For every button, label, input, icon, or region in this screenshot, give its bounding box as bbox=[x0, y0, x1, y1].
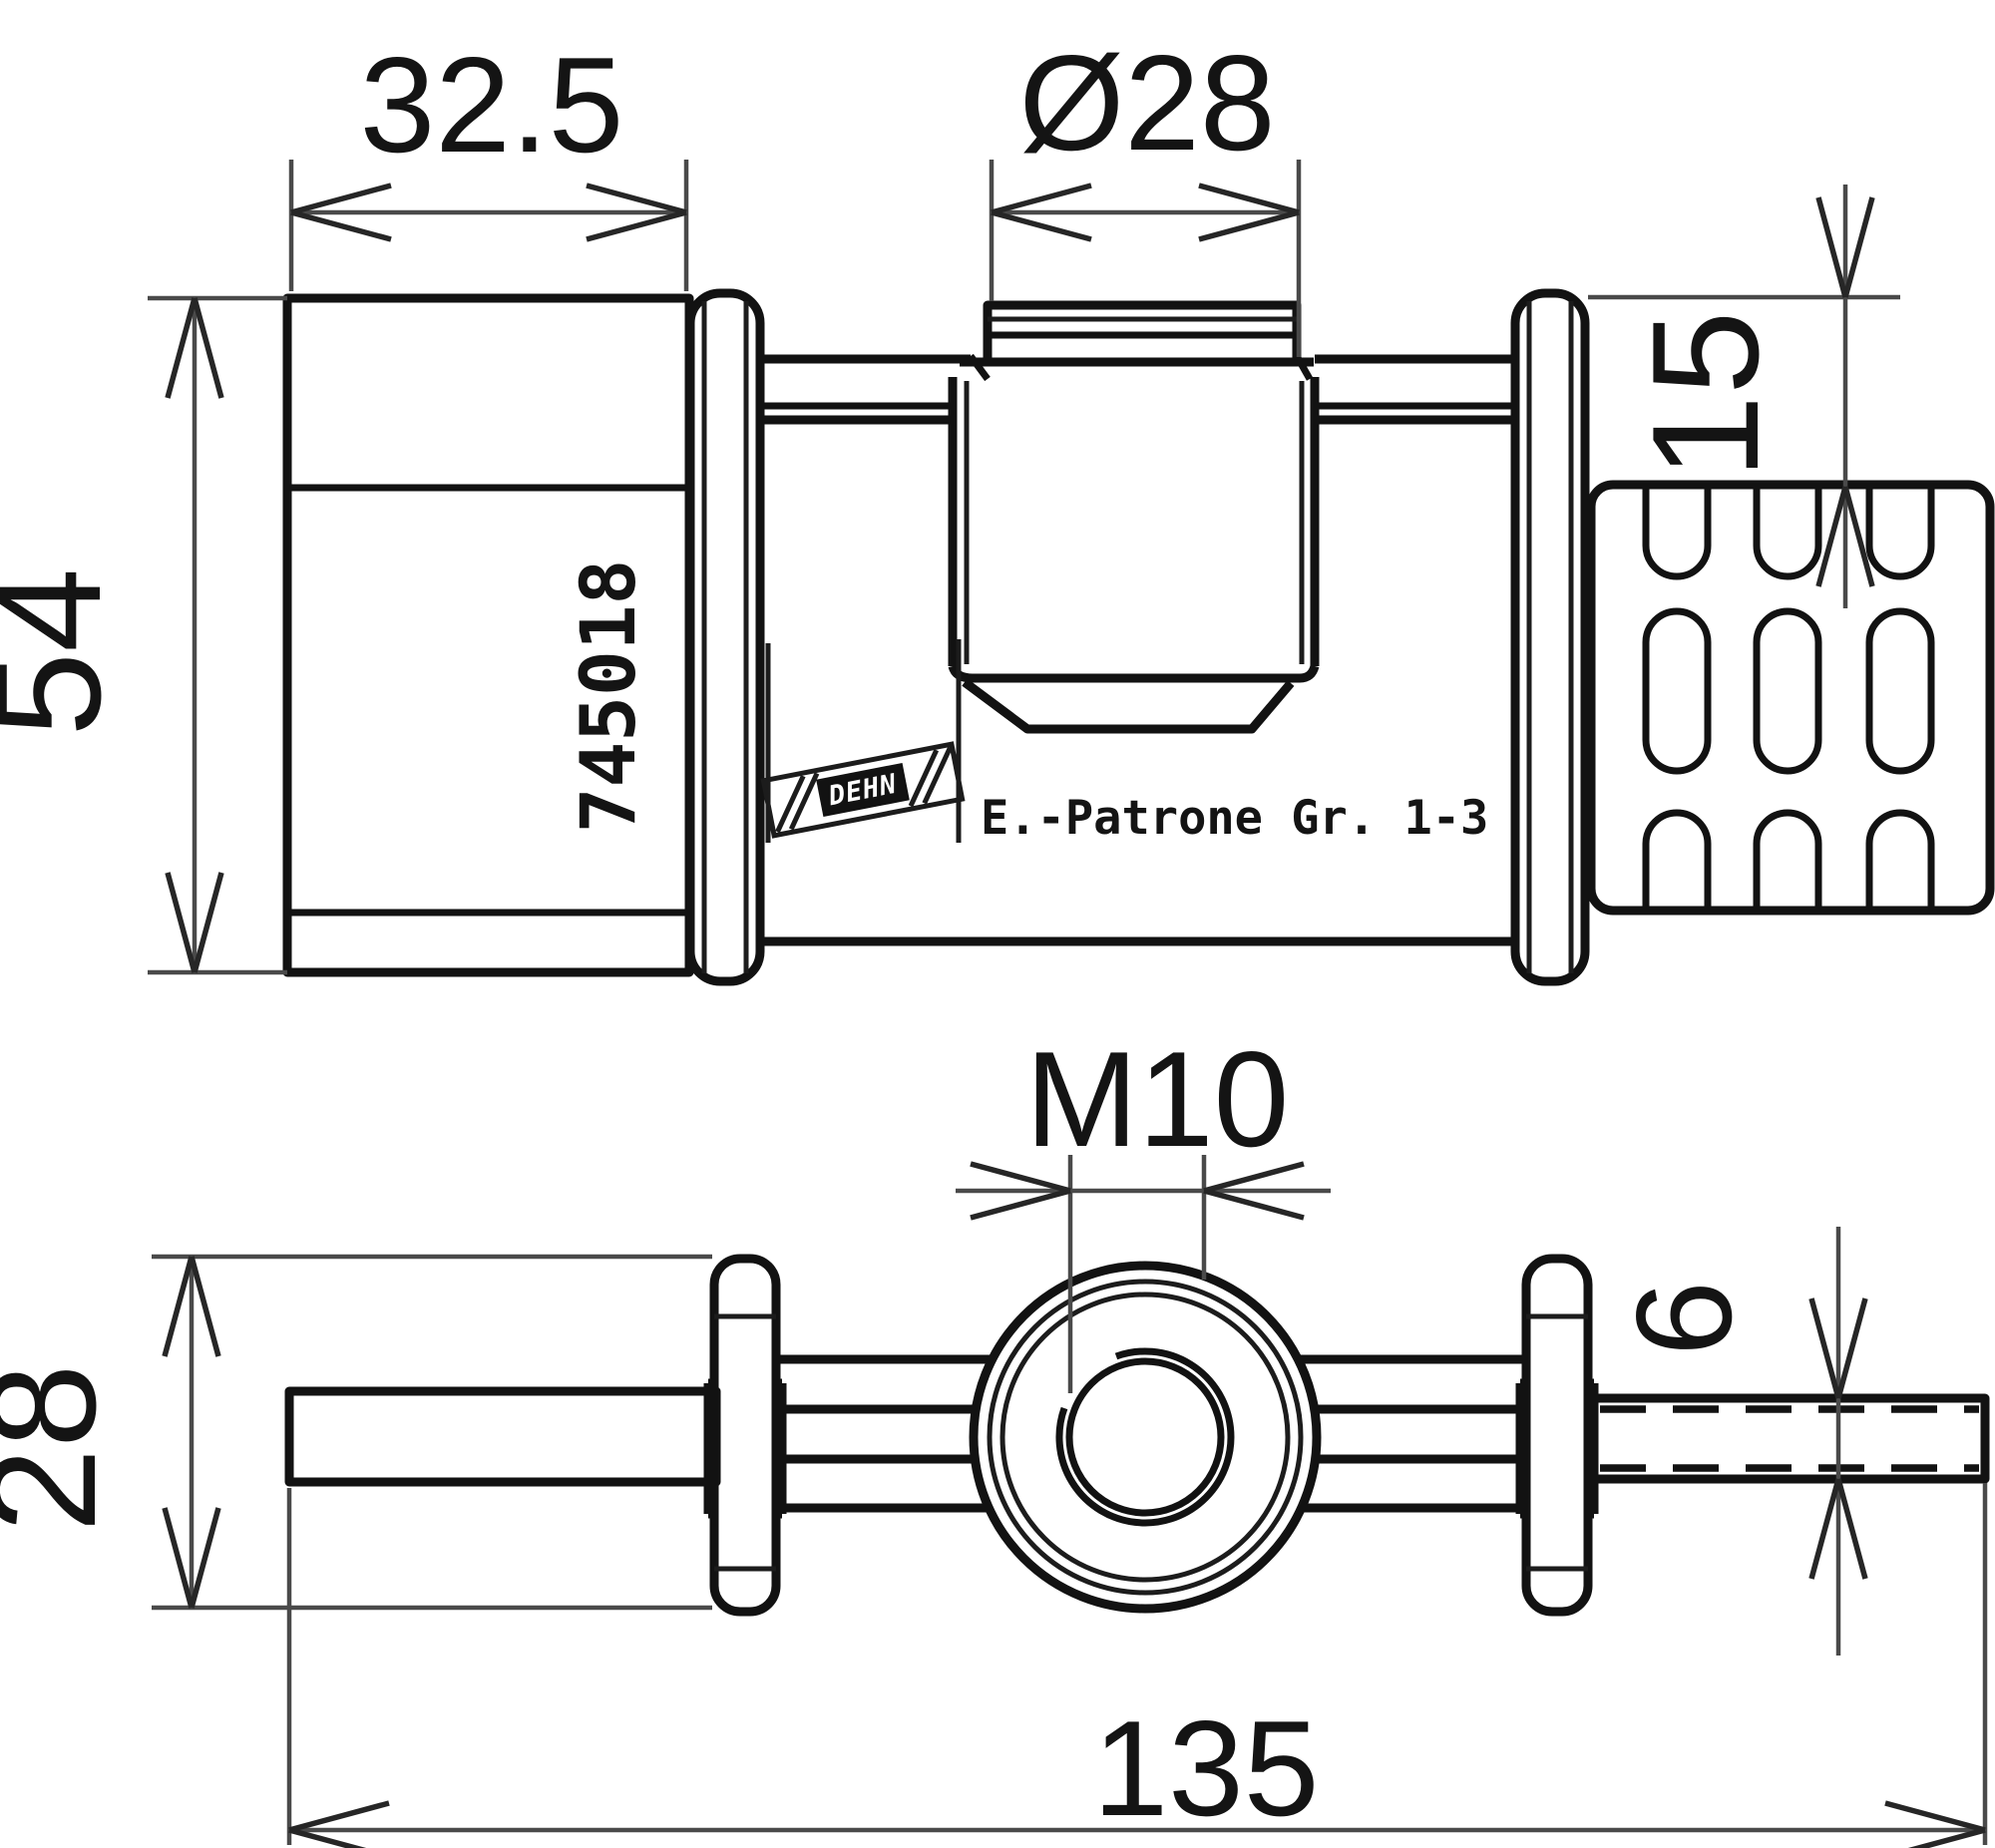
dim-32-5-label: 32.5 bbox=[360, 29, 624, 181]
dim-15-label: 15 bbox=[1621, 310, 1791, 479]
threaded-bar bbox=[1583, 1393, 1990, 1484]
support-rails bbox=[760, 354, 1515, 946]
dim-32-5: 32.5 bbox=[288, 29, 689, 291]
dim-m10-label: M10 bbox=[1025, 1023, 1290, 1175]
dim-diameter-28: Ø28 bbox=[989, 27, 1302, 357]
dim-28: 28 bbox=[0, 1254, 712, 1611]
dim-diameter-28-label: Ø28 bbox=[1018, 27, 1275, 179]
article-number-text: 745018 bbox=[564, 559, 652, 834]
dim-135: 135 bbox=[286, 1483, 1988, 1848]
dim-6-label: 6 bbox=[1608, 1281, 1760, 1356]
logo-text: DEHN bbox=[825, 769, 900, 813]
carriage-clamp-right bbox=[1510, 288, 1590, 986]
top-view: DEHN 745018 E.-Patrone Gr. 1-3 bbox=[0, 27, 1995, 986]
dim-m10: M10 bbox=[956, 1023, 1331, 1393]
dehn-logo: DEHN bbox=[760, 741, 966, 839]
dim-135-label: 135 bbox=[1093, 1692, 1320, 1844]
carriage-clamp-left bbox=[685, 288, 765, 986]
product-label-text: E.-Patrone Gr. 1-3 bbox=[981, 791, 1488, 846]
clamp-left-bottom bbox=[703, 1254, 787, 1617]
perforated-plate bbox=[1586, 480, 1995, 916]
center-boss bbox=[969, 1261, 1322, 1614]
dim-28-label: 28 bbox=[0, 1363, 128, 1532]
dim-6: 6 bbox=[1608, 1227, 1868, 1656]
dim-15: 15 bbox=[1588, 185, 1900, 608]
bottom-view: M10 28 6 135 bbox=[0, 1023, 1990, 1848]
dim-54: 54 bbox=[0, 295, 287, 975]
dim-54-label: 54 bbox=[0, 567, 133, 736]
busbar bbox=[284, 1386, 721, 1487]
fuse-cartridge bbox=[948, 300, 1320, 734]
guide-rails bbox=[776, 1354, 1524, 1513]
clamp-right-bottom bbox=[1515, 1254, 1599, 1617]
